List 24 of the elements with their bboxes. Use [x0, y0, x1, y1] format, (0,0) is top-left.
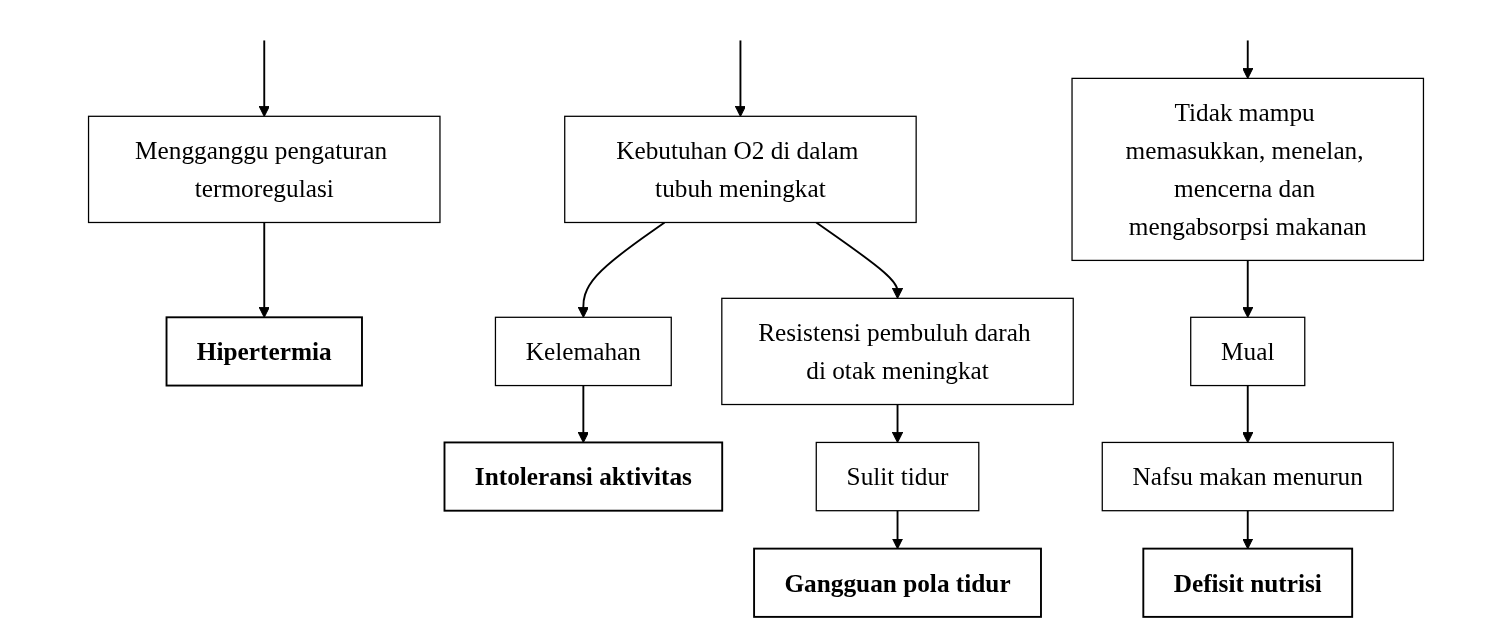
arrow — [258, 39, 270, 117]
arrow — [1242, 39, 1254, 79]
node-box: Nafsu makan menurun — [1101, 441, 1394, 512]
arrow — [577, 221, 666, 318]
arrow — [891, 509, 904, 550]
node-box: Kebutuhan O2 di dalam tubuh meningkat — [564, 115, 917, 224]
node-box: Kelemahan — [494, 316, 672, 387]
node-box: Tidak mampu memasukkan, menelan, mencerna dan mengabsorpsi makanan — [1071, 77, 1425, 262]
node-box: Sulit tidur — [815, 441, 980, 512]
arrow — [1242, 259, 1254, 318]
arrow — [258, 221, 270, 318]
node-box: Resistensi pembuluh darah di otak meningkat — [721, 297, 1074, 406]
node-box: Gangguan pola tidur — [753, 547, 1042, 618]
node-box: Defisit nutrisi — [1142, 547, 1354, 618]
arrow — [891, 403, 904, 443]
node-box: Mengganggu pengaturan termoregulasi — [87, 115, 441, 224]
arrow — [734, 39, 746, 117]
node-box: Intoleransi aktivitas — [443, 441, 724, 512]
arrow — [577, 384, 589, 443]
node-box: Mual — [1190, 316, 1306, 387]
arrow — [815, 221, 904, 299]
arrow — [1242, 509, 1254, 550]
arrow — [1242, 384, 1254, 443]
node-box: Hipertermia — [165, 316, 363, 387]
